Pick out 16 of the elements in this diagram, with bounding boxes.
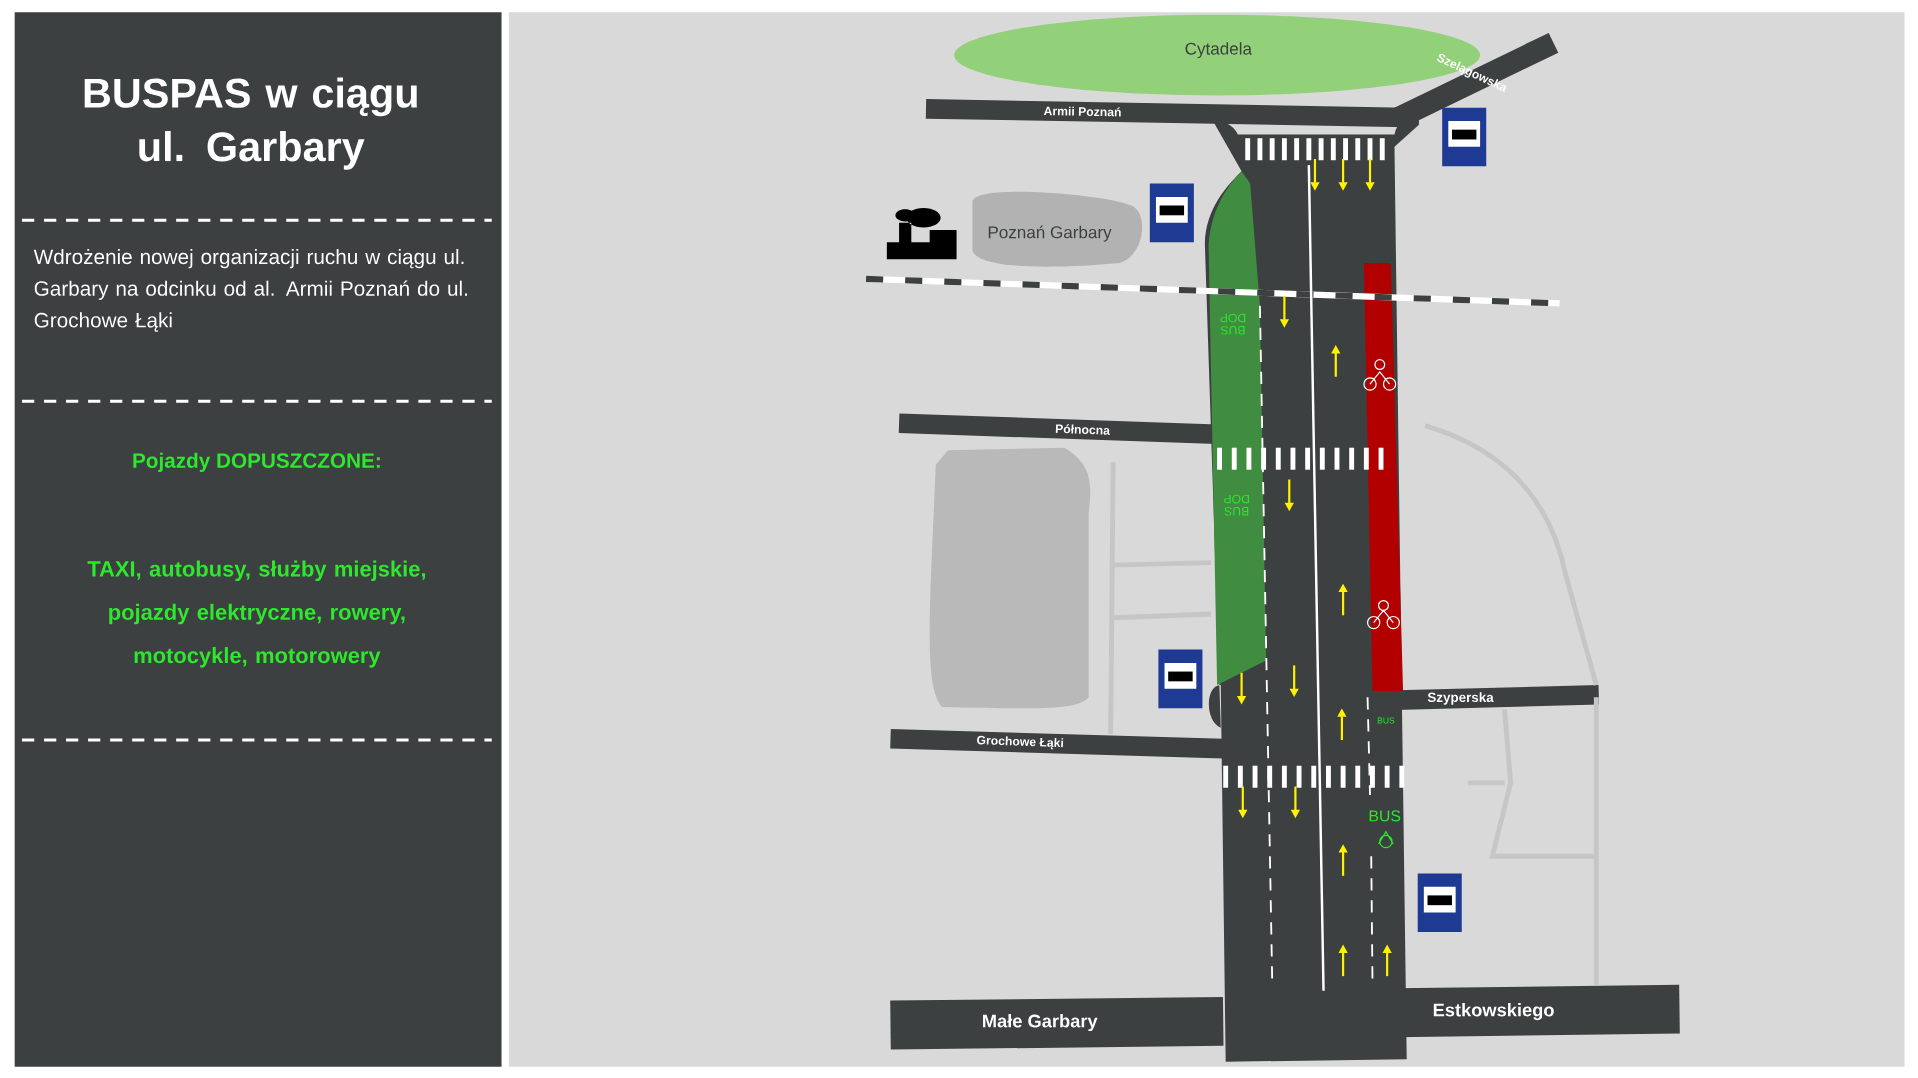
- street-name: Estkowskiego: [1433, 1003, 1554, 1021]
- street-name: Małe Garbary: [983, 1014, 1098, 1032]
- road-marking: BUS: [1377, 717, 1395, 724]
- street-name: Szyperska: [1427, 692, 1494, 705]
- street-name: Grochowe Łąki: [977, 735, 1064, 750]
- title: BUSPAS w ciągu ul. Garbary: [84, 77, 417, 170]
- place-label: Poznań Garbary: [988, 225, 1112, 242]
- street-name: Armii Poznań: [1043, 106, 1121, 117]
- road-marking: BUS: [1369, 810, 1401, 822]
- heading: Pojazdy DOPUSZCZONE:: [133, 452, 380, 473]
- road-marking: BUS DOP: [1224, 494, 1249, 516]
- street-name: Północna: [1055, 424, 1110, 435]
- vehicle-list: TAXI, autobusy, służby miejskie, pojazdy elektryczne, rowery, motocykle, motorowery: [87, 560, 426, 668]
- description-text: Wdrożenie nowej organizacji ruchu w ciągu ul. Garbary na odcinku od al. Armii Poznań do ul. Grochowe Łąki: [33, 249, 467, 332]
- place-label: Cytadela: [1185, 42, 1252, 59]
- road-marking: BUS DOP: [1220, 313, 1246, 335]
